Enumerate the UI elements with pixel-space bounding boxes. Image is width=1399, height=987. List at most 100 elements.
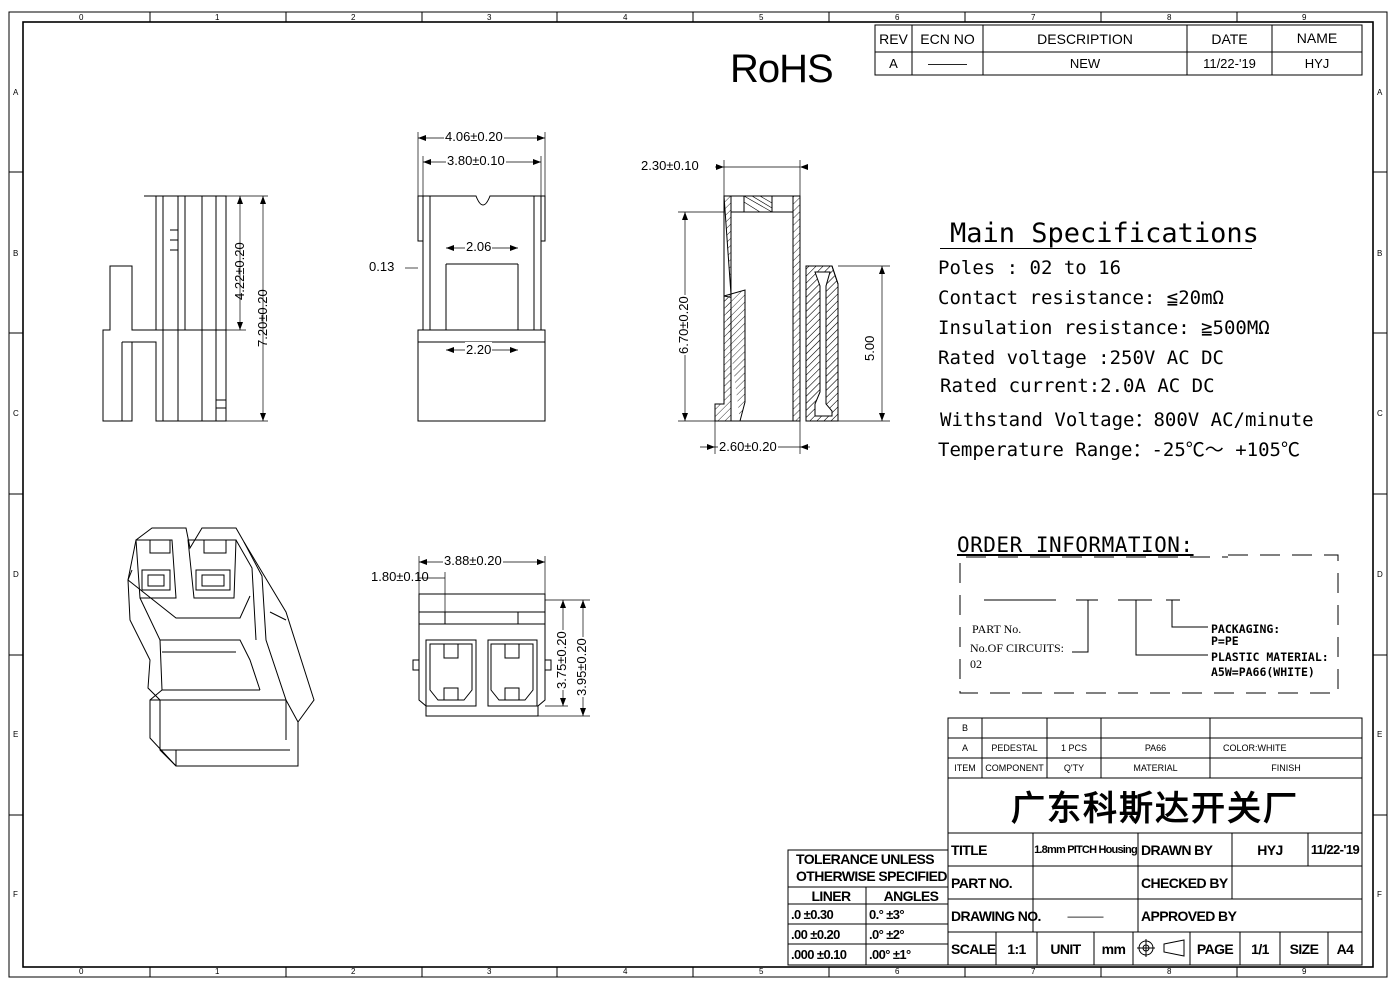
frame-row-f: F [13, 890, 18, 899]
section-view [678, 160, 890, 454]
rev-header-description: DESCRIPTION [1037, 30, 1133, 47]
frame-row-b: B [13, 249, 19, 258]
tb-page-value: 1/1 [1251, 940, 1269, 957]
bom-header-qty: Q'TY [1063, 763, 1085, 773]
dim-section-top: 2.30±0.10 [641, 158, 699, 173]
frame-col-7-bottom: 7 [1031, 967, 1036, 976]
projection-symbol-icon [1137, 939, 1185, 957]
frame-col-2-bottom: 2 [351, 967, 356, 976]
frame-col-2: 2 [351, 13, 356, 22]
dim-section-height: 6.70±0.20 [676, 295, 691, 355]
dim-side-height-2: 7.20±0.20 [255, 289, 270, 347]
dim-front-slot-2: 2.20 [465, 342, 493, 357]
dim-front-gap: 0.13 [369, 259, 395, 274]
dim-bottom-width: 3.88±0.20 [443, 553, 503, 568]
rev-value-ecn: ——— [928, 56, 967, 71]
specs-title-underline [940, 248, 1252, 249]
specs-title: Main Specifications [950, 218, 1259, 249]
frame-col-7: 7 [1031, 13, 1036, 22]
frame-col-6-bottom: 6 [895, 967, 900, 976]
bom-row-a-qty: 1 PCS [1060, 743, 1087, 753]
tb-scale-value: 1:1 [1007, 940, 1026, 957]
tb-part-label: PART NO. [951, 874, 1013, 891]
frame-row-d-right: D [1377, 570, 1383, 579]
frame-col-8: 8 [1167, 13, 1172, 22]
frame-row-a: A [13, 88, 19, 97]
tb-unit-label: UNIT [1050, 940, 1081, 957]
frame-col-4-bottom: 4 [623, 967, 628, 976]
rev-value-name: HYJ [1304, 56, 1330, 71]
frame-row-e: E [13, 730, 19, 739]
tolerance-line-2: OTHERWISE SPECIFIED [796, 868, 948, 884]
dim-front-slot-1: 2.06 [465, 239, 493, 254]
tolerance-angle-3: .00° ±1° [869, 947, 911, 962]
frame-row-e-right: E [1377, 730, 1383, 739]
bom-header-component: COMPONENT [985, 763, 1044, 773]
frame-col-4: 4 [623, 13, 628, 22]
order-packaging-value: P=PE [1211, 634, 1239, 648]
frame-col-5: 5 [759, 13, 764, 22]
dim-bottom-height-1: 3.75±0.20 [554, 630, 569, 690]
order-circuits-label: No.OF CIRCUITS: [970, 641, 1065, 655]
company-name: 广东科斯达开关厂 [1011, 789, 1299, 829]
frame-row-c: C [13, 409, 19, 418]
frame-col-3: 3 [487, 13, 492, 22]
rev-header-date: DATE [1211, 30, 1248, 47]
frame-row-f-right: F [1377, 890, 1382, 899]
sheet-frame [8, 11, 1388, 978]
order-title: ORDER INFORMATION: [957, 533, 1194, 557]
spec-withstand-voltage: Withstand Voltage：800V AC/minute [940, 409, 1314, 431]
dim-front-width-2: 3.80±0.10 [446, 153, 506, 168]
tolerance-angles-header: ANGLES [883, 887, 939, 904]
order-packaging-label: PACKAGING: [1211, 622, 1281, 636]
order-info-frame [959, 554, 1339, 694]
dim-side-height-1: 4.22±0.20 [232, 242, 247, 300]
bottom-view [412, 556, 590, 717]
spec-rated-voltage: Rated voltage :250V AC DC [938, 347, 1224, 369]
tolerance-liner-3: .000 ±0.10 [791, 947, 847, 962]
frame-col-5-bottom: 5 [759, 967, 764, 976]
dim-section-height-2: 5.00 [862, 334, 877, 362]
frame-col-8-bottom: 8 [1167, 967, 1172, 976]
tb-title-value: 1.8mm PITCH Housing [1034, 843, 1138, 856]
tolerance-angle-2: .0° ±2° [869, 926, 905, 942]
frame-col-3-bottom: 3 [487, 967, 492, 976]
frame-col-0-bottom: 0 [79, 967, 84, 976]
order-material-label: PLASTIC MATERIAL: [1211, 650, 1329, 664]
order-circuits-value: 02 [970, 657, 982, 671]
bom-row-a-material: PA66 [1144, 743, 1167, 753]
tolerance-liner-1: .0 ±0.30 [791, 906, 834, 922]
bom-header-item: ITEM [954, 763, 976, 773]
dim-front-width-1: 4.06±0.20 [444, 129, 504, 144]
frame-col-1-bottom: 1 [215, 967, 220, 976]
rev-value-rev: A [889, 56, 898, 71]
frame-row-c-right: C [1377, 409, 1383, 418]
dim-bottom-pitch: 1.80±0.10 [371, 569, 429, 584]
rev-value-description: NEW [1069, 56, 1101, 71]
bom-row-a-item: A [961, 743, 968, 753]
bom-row-a-component: PEDESTAL [991, 743, 1038, 753]
rev-header-name: NAME [1296, 29, 1338, 46]
tb-title-label: TITLE [951, 841, 987, 858]
tb-checked-label: CHECKED BY [1141, 874, 1228, 891]
spec-insulation-resistance: Insulation resistance: ≧500MΩ [938, 317, 1270, 339]
dim-bottom-height-2: 3.95±0.20 [574, 637, 589, 697]
rohs-mark: RoHS [730, 47, 834, 91]
tb-page-label: PAGE [1196, 940, 1234, 957]
isometric-view [127, 527, 315, 767]
spec-temperature-range: Temperature Range：-25℃～ +105℃ [938, 439, 1300, 461]
frame-col-0: 0 [79, 13, 84, 22]
rev-header-ecn: ECN NO [920, 30, 975, 47]
tb-approved-label: APPROVED BY [1141, 907, 1237, 924]
tolerance-liner-header: LINER [811, 887, 851, 904]
spec-poles: Poles : 02 to 16 [938, 257, 1122, 279]
frame-col-9-bottom: 9 [1302, 967, 1307, 976]
bom-header-material: MATERIAL [1133, 763, 1178, 773]
bom-row-b-item: B [961, 723, 968, 733]
tb-drawn-date: 11/22-'19 [1310, 842, 1360, 857]
tolerance-liner-2: .00 ±0.20 [791, 926, 840, 942]
tb-unit-value: mm [1101, 940, 1126, 957]
bom-row-a-finish: COLOR:WHITE [1223, 743, 1287, 753]
side-view [102, 195, 268, 422]
rev-header-rev: REV [879, 30, 908, 47]
